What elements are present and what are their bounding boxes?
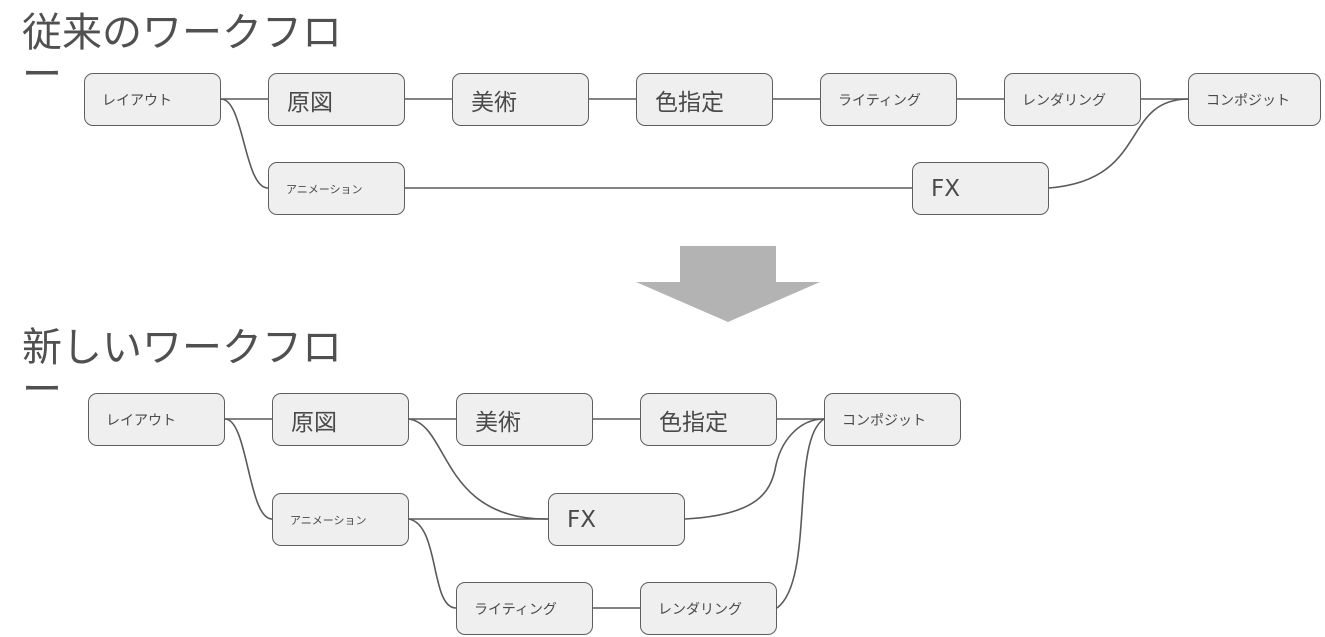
old-node-composite: コンポジット [1188, 73, 1321, 126]
edge-new-rendering-composite [776, 418, 825, 609]
old-node-animation: アニメーション [268, 162, 405, 215]
old-workflow-title: 従来のワークフロ [22, 10, 342, 56]
new-node-genzu: 原図 [272, 393, 409, 446]
old-node-lighting: ライティング [820, 73, 957, 126]
edge-new-genzu-fx [408, 418, 549, 520]
new-node-fx: FX [548, 493, 685, 546]
new-node-lighting: ライティング [456, 582, 593, 635]
down-arrow-icon [636, 246, 820, 322]
edge-new-layout-animation [224, 418, 273, 520]
edge-old-fx-composite [1048, 98, 1189, 189]
old-node-genzu: 原図 [268, 73, 405, 126]
edge-new-fx-composite [684, 418, 825, 520]
old-node-rendering: レンダリング [1004, 73, 1141, 126]
edge-old-layout-animation [220, 98, 269, 189]
new-node-rendering: レンダリング [640, 582, 777, 635]
old-node-bijutsu: 美術 [452, 73, 589, 126]
new-node-animation: アニメーション [272, 493, 409, 546]
old-node-color: 色指定 [636, 73, 773, 126]
new-node-composite: コンポジット [824, 393, 961, 446]
new-node-layout: レイアウト [88, 393, 225, 446]
old-node-layout: レイアウト [84, 73, 221, 126]
edge-new-animation-lighting [408, 518, 457, 609]
new-workflow-title-continuation: ー [22, 367, 62, 413]
new-node-bijutsu: 美術 [456, 393, 593, 446]
old-workflow-title-continuation: ー [22, 52, 62, 98]
new-workflow-title: 新しいワークフロ [22, 325, 342, 371]
new-node-color: 色指定 [640, 393, 777, 446]
old-node-fx: FX [912, 162, 1049, 215]
